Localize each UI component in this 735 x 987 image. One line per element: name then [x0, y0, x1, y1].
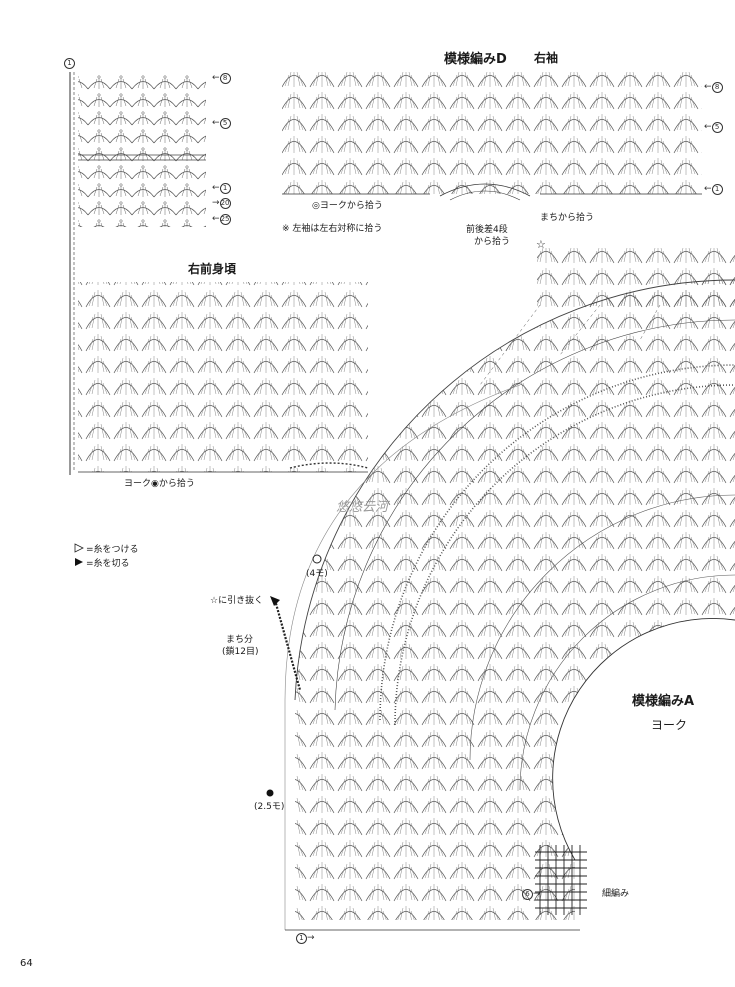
cut-yarn-icon — [75, 558, 83, 566]
legend-attach: =糸をつける — [86, 545, 139, 555]
left-sleeve-note: ※ 左袖は左右対称に拾う — [282, 224, 383, 234]
row-marker-8-right: ←8 — [704, 82, 723, 93]
watermark-text: 悠悠云河 — [336, 500, 389, 515]
row-marker-1-yoke: 1→ — [296, 933, 315, 944]
twofive-mo-marker — [266, 789, 274, 797]
front-back-diff-note: 前後差4段 — [466, 225, 508, 235]
row-marker-6-yoke: 6→ — [522, 889, 541, 900]
cut-marker — [270, 596, 280, 606]
yoke-title: ヨーク — [651, 718, 688, 732]
pattern-a-title: 模様編みA — [632, 694, 695, 709]
row-marker-20-left: →20 — [212, 198, 231, 209]
from-yoke-top-note: ◎ヨークから拾う — [312, 201, 383, 211]
four-mo-marker — [312, 554, 322, 564]
page-number: 64 — [20, 958, 33, 969]
star-marker: ☆ — [536, 238, 546, 251]
right-sleeve-title: 右袖 — [534, 51, 559, 65]
start-marker-1: 1 — [64, 58, 75, 69]
right-front-chart — [78, 282, 369, 473]
row-marker-1-right: ←1 — [704, 184, 723, 195]
from-pick-note: から拾う — [474, 237, 511, 247]
legend-cut: =糸を切る — [86, 559, 130, 569]
right-sleeve-chart — [282, 72, 702, 201]
pull-through-note: ☆に引き抜く — [210, 596, 264, 606]
yoke-chart — [284, 279, 735, 931]
chain12-note: (鎖12目) — [222, 647, 259, 657]
four-mo-note: (4モ) — [306, 569, 328, 579]
row-marker-25-left: ←25 — [212, 214, 231, 225]
gusset-note: まち分 — [226, 635, 254, 645]
row-marker-5-left: ←5 — [212, 118, 231, 129]
from-gusset-note: まちから拾う — [540, 213, 595, 223]
row-marker-1-left: ←1 — [212, 183, 231, 194]
top-left-chart — [78, 72, 206, 227]
twofive-mo-note: (2.5モ) — [254, 802, 285, 812]
single-crochet-note: 細編み — [602, 889, 630, 899]
pattern-d-title: 模様編みD — [444, 52, 507, 67]
row-marker-8-left: ←8 — [212, 73, 231, 84]
gusset-chain — [273, 599, 302, 691]
attach-yarn-icon — [74, 543, 84, 553]
row-marker-5-right: ←5 — [704, 122, 723, 133]
from-yoke-front-note: ヨーク◉から拾う — [124, 479, 195, 489]
right-front-title: 右前身頃 — [188, 262, 237, 276]
